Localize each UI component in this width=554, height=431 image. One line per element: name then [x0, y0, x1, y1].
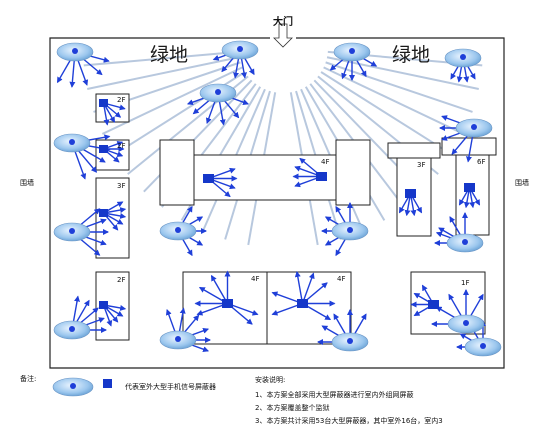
building-center — [193, 154, 337, 201]
indoor-shielder-icon — [99, 99, 108, 107]
building-center-east-wing — [335, 139, 371, 206]
floor-label-bottom-1: 4F — [251, 275, 260, 283]
outdoor-shielder-center-icon — [347, 338, 353, 344]
outdoor-shielder-center-icon — [175, 336, 181, 342]
indoor-shielder-icon — [464, 183, 475, 192]
indoor-shielder-icon — [203, 174, 214, 183]
building-right-2 — [455, 154, 490, 236]
ray-line — [323, 66, 465, 135]
outdoor-shielder-center-icon — [349, 48, 355, 54]
gate-label: 大门 — [273, 17, 293, 28]
outdoor-shielder-center-icon — [463, 320, 469, 326]
legend-description: 代表室外大型手机信号屏蔽器 — [125, 383, 216, 391]
ray-line — [320, 71, 453, 156]
notes-line-3: 3、本方案共计采用53台大型屏蔽器，其中室外16台，室内3 — [255, 417, 443, 425]
ray-line — [87, 56, 240, 90]
outdoor-shielder-center-icon — [69, 326, 75, 332]
notes-line-2: 2、本方案覆盖整个监狱 — [255, 404, 330, 412]
outdoor-shielder-center-icon — [237, 46, 243, 52]
signal-arrow — [301, 272, 315, 304]
legend-unit-icon — [103, 379, 112, 388]
outdoor-shielder-center-icon — [460, 54, 466, 60]
outdoor-shielder-center-icon — [462, 239, 468, 245]
floor-label-left-4: 2F — [117, 276, 126, 284]
legend-title: 备注: — [20, 375, 37, 383]
ray-line — [325, 61, 473, 113]
indoor-shielder-icon — [99, 301, 108, 309]
wall-label-left: 围墙 — [20, 179, 34, 187]
outdoor-shielder-center-icon — [72, 48, 78, 54]
outdoor-shielder-center-icon — [69, 228, 75, 234]
outdoor-shielder-center-icon — [69, 139, 75, 145]
green-label-left: 绿地 — [150, 44, 189, 66]
floor-label-bottom-2: 4F — [337, 275, 346, 283]
perimeter-wall — [49, 37, 505, 369]
floor-label-left-3: 3F — [117, 182, 126, 190]
indoor-shielder-icon — [99, 209, 108, 217]
floor-label-bottom-3: 1F — [461, 279, 470, 287]
ray-line — [83, 50, 239, 67]
floor-label-left-1: 2F — [117, 96, 126, 104]
building-right-1-top — [387, 142, 441, 159]
indoor-shielder-icon — [99, 145, 108, 153]
indoor-shielder-icon — [297, 299, 308, 308]
floor-label-left-2: 2F — [117, 142, 126, 150]
outdoor-shielders — [53, 40, 502, 357]
signal-arrow — [294, 271, 304, 304]
indoor-shielder-icon — [405, 189, 416, 198]
gate-arrow-icon — [273, 23, 293, 48]
outdoor-shielder-center-icon — [347, 227, 353, 233]
notes-line-1: 1、本方案全部采用大型屏蔽器进行室内外组网屏蔽 — [255, 391, 414, 399]
floor-label-right-1: 3F — [417, 161, 426, 169]
outdoor-shielder-center-icon — [175, 227, 181, 233]
ray-line — [101, 66, 243, 135]
indoor-shielders — [99, 99, 475, 309]
signal-arrow — [210, 274, 229, 304]
outdoor-shielder-center-icon — [215, 89, 221, 95]
indoor-shielder-icon — [316, 172, 327, 181]
green-label-right: 绿地 — [392, 44, 431, 66]
notes-title: 安装说明: — [255, 376, 286, 384]
outdoor-shielder-center-icon — [471, 124, 477, 130]
legend-disc-center-icon — [70, 383, 76, 389]
floor-label-right-2: 6F — [477, 158, 486, 166]
indoor-shielder-icon — [222, 299, 233, 308]
outdoor-shielder-center-icon — [480, 343, 486, 349]
building-center-west-wing — [159, 139, 195, 206]
indoor-shielder-icon — [428, 300, 439, 309]
wall-label-right: 围墙 — [515, 179, 529, 187]
floor-label-center: 4F — [321, 158, 330, 166]
